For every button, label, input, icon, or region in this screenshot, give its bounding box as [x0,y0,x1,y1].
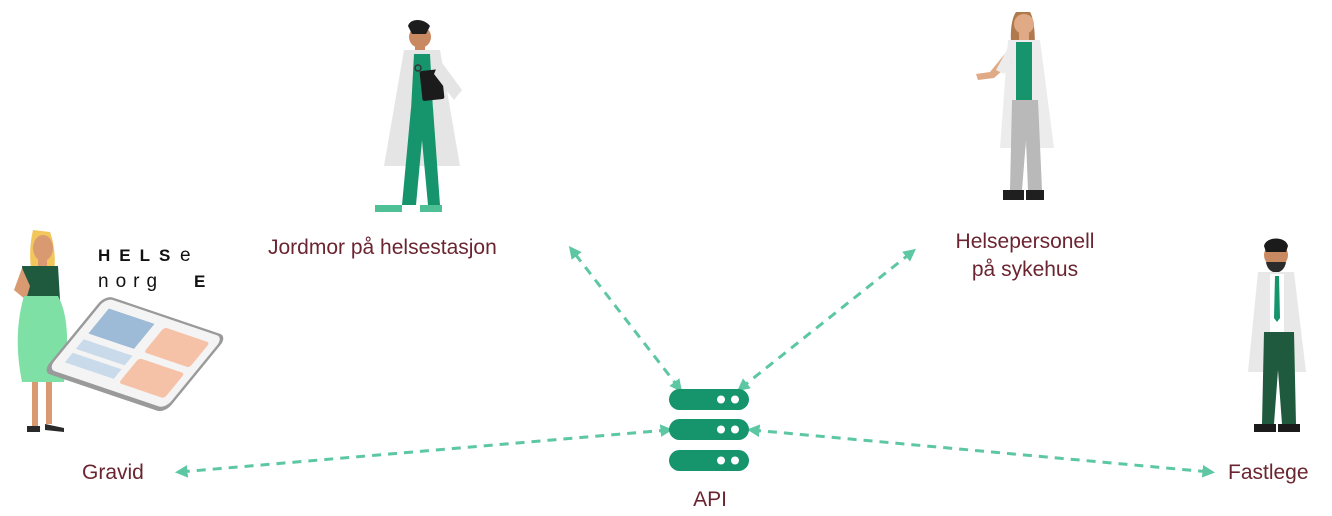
logo-line1-light: e [180,245,191,266]
phone-app-icon [46,297,224,412]
label-gp: Fastlege [1228,461,1309,484]
gp-figure [1248,238,1306,432]
label-hospital-line1: Helsepersonell [955,230,1095,253]
arrow-api-pregnant [174,424,674,478]
connection-arrows [174,246,1216,478]
arrow-api-gp [746,424,1216,478]
helsenorge-logo: HELS e norg E [98,245,205,292]
midwife-figure [375,20,462,212]
logo-line2-bold: E [194,272,205,291]
label-hospital-staff: Helsepersonell på sykehus [900,228,1150,284]
label-hospital-line2: på sykehus [971,258,1079,281]
label-pregnant: Gravid [82,461,144,484]
logo-line1-bold: HELS [98,246,179,265]
label-api: API [693,488,727,511]
arrow-api-midwife [568,246,683,392]
pregnant-woman-figure [14,230,68,432]
logo-line2-light: norg [98,271,164,292]
label-midwife: Jordmor på helsestasjon [268,236,497,259]
server-stack-icon [669,389,749,471]
hospital-staff-figure [976,12,1054,200]
arrow-api-hospital [737,248,916,392]
